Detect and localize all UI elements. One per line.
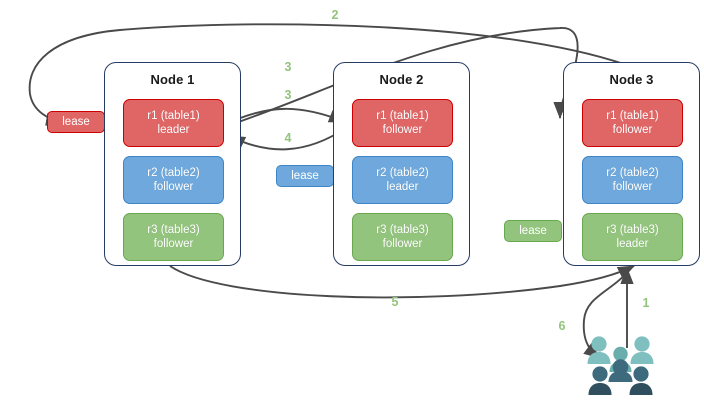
people-icon [587,336,654,395]
replica-name: r2 (table2) [606,167,659,179]
lease-label: lease [519,225,547,237]
replica-name: r3 (table3) [147,224,200,236]
replica-n1-r3[interactable]: r3 (table3) follower [123,213,224,261]
node-box-3[interactable]: Node 3 r1 (table1) follower r2 (table2) … [563,62,700,266]
lease-label: lease [291,170,319,182]
edge-label-2: 2 [331,8,339,22]
replica-role: follower [612,124,653,136]
edge-label-6: 6 [558,319,566,333]
lease-table2[interactable]: lease [276,165,334,187]
replica-n1-r2[interactable]: r2 (table2) follower [123,156,224,204]
replica-role: follower [612,181,653,193]
edge-label-5: 5 [391,295,399,309]
node-box-1[interactable]: Node 1 r1 (table1) leader r2 (table2) fo… [104,62,241,266]
lease-table1[interactable]: lease [47,111,105,133]
edge-label-3b: 3 [284,88,292,102]
replica-n3-r1[interactable]: r1 (table1) follower [582,99,683,147]
replica-role: follower [382,124,423,136]
lease-table3[interactable]: lease [504,220,562,242]
node-title-2: Node 2 [379,72,424,87]
lease-label: lease [62,116,90,128]
node-title-3: Node 3 [609,72,654,87]
replica-n2-r2[interactable]: r2 (table2) leader [352,156,453,204]
edge-3-to-node2-path [223,107,347,126]
replica-role: leader [616,238,649,250]
replica-n3-r3[interactable]: r3 (table3) leader [582,213,683,261]
node-title-1: Node 1 [150,72,195,87]
replica-n1-r1[interactable]: r1 (table1) leader [123,99,224,147]
replica-role: leader [386,181,419,193]
node-box-2[interactable]: Node 2 r1 (table1) follower r2 (table2) … [333,62,470,266]
edge-label-4: 4 [284,131,292,145]
replica-n2-r3[interactable]: r3 (table3) follower [352,213,453,261]
replica-name: r1 (table1) [376,110,429,122]
replica-name: r3 (table3) [376,224,429,236]
replica-name: r1 (table1) [606,110,659,122]
edge-label-3a: 3 [284,60,292,74]
replica-role: follower [382,238,423,250]
edge-5-path [169,265,636,299]
replica-role: follower [153,181,194,193]
replica-role: leader [157,124,190,136]
replica-name: r3 (table3) [606,224,659,236]
replica-name: r2 (table2) [376,167,429,179]
replica-n2-r1[interactable]: r1 (table1) follower [352,99,453,147]
replica-name: r2 (table2) [147,167,200,179]
replica-name: r1 (table1) [147,110,200,122]
edge-label-1: 1 [642,296,650,310]
replica-n3-r2[interactable]: r2 (table2) follower [582,156,683,204]
replica-role: follower [153,238,194,250]
